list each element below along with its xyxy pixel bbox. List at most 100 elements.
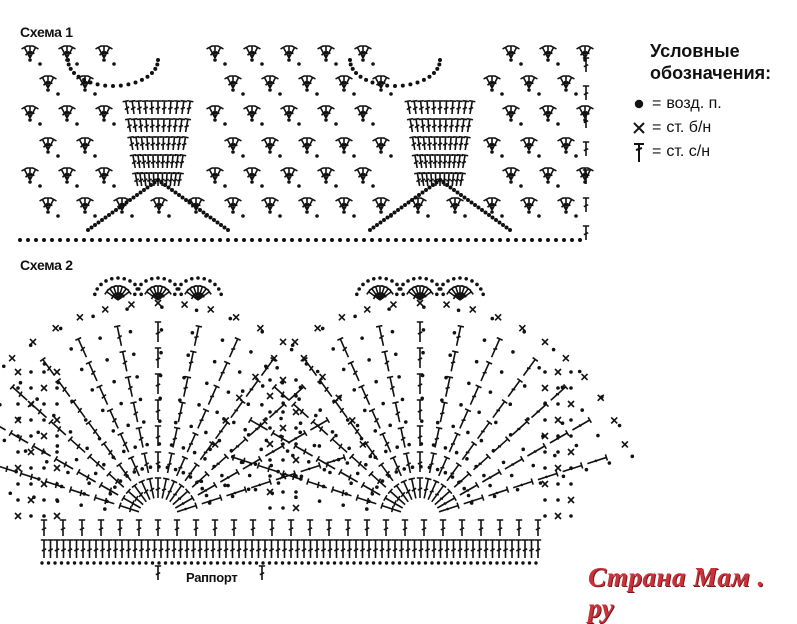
double-crochet-mark [483, 75, 493, 89]
double-crochet-mark [76, 197, 86, 211]
double-crochet-mark [99, 539, 106, 558]
double-crochet-mark [0, 465, 16, 473]
chain-dot [267, 561, 272, 565]
double-crochet-mark [55, 377, 71, 398]
chain-dot [287, 561, 291, 565]
chain-dot [260, 122, 264, 126]
double-crochet-mark [175, 455, 189, 477]
chain-dot [361, 118, 365, 122]
double-crochet-mark [117, 431, 130, 453]
chain-dot [290, 238, 294, 242]
chain-dot [424, 188, 428, 192]
double-crochet-mark [229, 539, 236, 558]
chain-dot [332, 561, 337, 565]
chain-dot [165, 465, 170, 470]
double-crochet-mark [19, 470, 41, 481]
chain-dot [386, 238, 390, 242]
double-crochet-mark [118, 502, 140, 513]
chain-dot [314, 238, 318, 242]
double-crochet-mark [136, 117, 144, 133]
double-crochet-mark [165, 479, 178, 501]
chain-dot [419, 419, 424, 423]
chain-dot [379, 210, 383, 214]
chain-dot [375, 485, 379, 489]
double-crochet-mark [243, 45, 253, 59]
chain-dot [189, 276, 194, 281]
double-crochet-mark [416, 399, 424, 420]
chain-dot [170, 188, 174, 192]
chain-dot [556, 402, 560, 406]
double-crochet-mark [352, 539, 360, 558]
chain-dot [92, 561, 96, 565]
chain-dot [253, 487, 258, 492]
double-crochet-mark [242, 539, 249, 558]
chain-dot [114, 238, 118, 242]
chain-dot [117, 205, 122, 210]
chain-dot [85, 561, 90, 565]
double-crochet-mark [491, 137, 501, 151]
double-crochet-mark [380, 197, 390, 211]
chain-dot [403, 203, 407, 207]
chain-dot [482, 561, 486, 565]
single-crochet-mark [207, 305, 215, 313]
chain-dot [326, 561, 330, 565]
double-crochet-mark [177, 171, 184, 187]
double-crochet-mark [377, 197, 385, 210]
chain-dot [152, 180, 157, 185]
double-crochet-mark [510, 105, 520, 119]
double-crochet-mark [157, 539, 165, 558]
single-crochet-mark [154, 299, 162, 307]
chain-dot [264, 417, 268, 421]
double-crochet-mark [436, 100, 444, 114]
chain-dot [98, 561, 103, 565]
chain-dot [297, 397, 301, 401]
single-crochet-mark [567, 448, 575, 456]
chain-dot [131, 561, 135, 565]
chain-dot [212, 218, 216, 222]
chain-dot [352, 214, 356, 218]
chain-dot [215, 410, 219, 415]
double-crochet-mark [256, 462, 278, 473]
chain-dot [163, 561, 168, 565]
chain-dot [131, 352, 136, 357]
chain-dot [248, 561, 252, 565]
single-crochet-mark [27, 496, 35, 504]
double-crochet-mark [39, 137, 49, 151]
legend-text-double-crochet: ст. с/н [666, 143, 711, 160]
double-crochet-mark [288, 383, 307, 401]
chain-dot [462, 561, 467, 565]
chain-dot [8, 491, 13, 496]
chain-dot [519, 184, 523, 188]
double-crochet-mark [44, 137, 52, 150]
single-crochet-mark [416, 299, 424, 307]
chain-dot [404, 561, 408, 565]
double-crochet-mark [261, 75, 271, 89]
single-crochet-mark [8, 354, 16, 362]
chain-dot [364, 77, 369, 82]
double-crochet-mark [63, 167, 71, 180]
double-crochet-mark [365, 539, 373, 558]
chain-dot [170, 238, 174, 242]
double-crochet-mark [251, 45, 261, 59]
double-crochet-mark [453, 470, 472, 488]
double-crochet-mark [562, 137, 570, 150]
double-crochet-mark [75, 336, 88, 358]
single-crochet-mark [14, 464, 22, 472]
chain-dot [156, 276, 160, 280]
double-crochet-mark [124, 375, 134, 397]
chain-dot [357, 287, 362, 291]
double-crochet-mark [510, 167, 520, 181]
chain-dot [360, 336, 364, 340]
single-crochet-mark [541, 480, 549, 488]
double-crochet-mark [86, 539, 93, 558]
chain-dot [580, 408, 584, 412]
chain-dot [213, 58, 217, 62]
chain-dot [148, 465, 153, 469]
double-crochet-mark [520, 197, 530, 211]
chain-dot [87, 481, 91, 486]
double-crochet-mark [488, 197, 496, 210]
chain-dot [157, 419, 162, 423]
chain-dot [391, 561, 395, 565]
double-crochet-mark [92, 539, 100, 558]
double-crochet-mark [197, 408, 210, 429]
